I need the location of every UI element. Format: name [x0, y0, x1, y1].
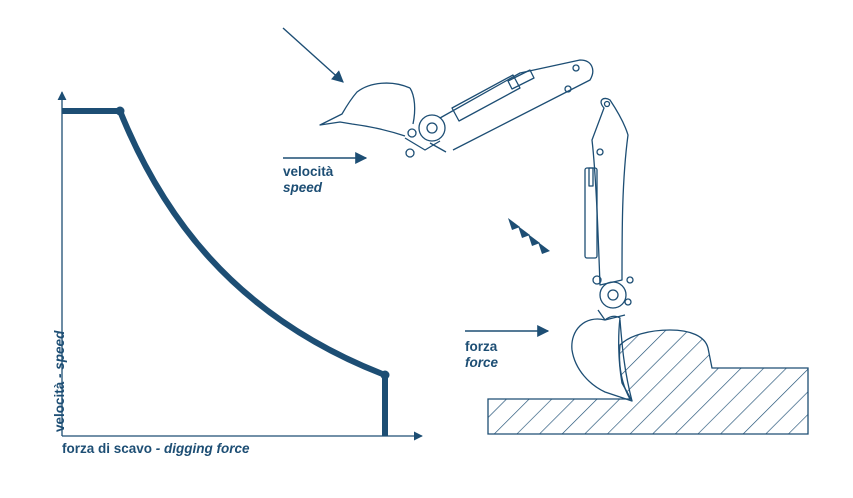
stick-top — [439, 59, 594, 151]
motion-arrow-icon — [282, 27, 344, 83]
curve-knee-dot — [115, 106, 125, 116]
bucket-right — [571, 315, 633, 402]
speed-force-curve — [62, 108, 388, 436]
y-axis-label-it: velocità — [52, 381, 67, 432]
y-axis-label: velocità - speed — [52, 331, 68, 432]
y-axis-label-en: - speed — [52, 330, 67, 378]
speed-force-graph — [57, 91, 423, 441]
speed-label-en: speed — [283, 180, 323, 195]
x-axis-label-it: forza di scavo — [62, 441, 153, 456]
ground-section — [487, 329, 809, 435]
arm-force-illustration — [571, 97, 634, 402]
speed-label-it: velocità — [283, 164, 334, 179]
x-axis-label-en: - digging force — [155, 441, 250, 456]
force-label-en: force — [465, 355, 499, 370]
bucket-top — [319, 82, 411, 137]
force-label-it: forza — [465, 339, 498, 354]
x-axis-label: forza di scavo - digging force — [62, 441, 250, 457]
curve-end-dot — [380, 370, 390, 380]
push-arrows-icon — [508, 218, 550, 254]
force-label: forza force — [465, 339, 498, 371]
arm-speed-illustration — [282, 27, 594, 158]
speed-label: velocità speed — [283, 164, 333, 196]
